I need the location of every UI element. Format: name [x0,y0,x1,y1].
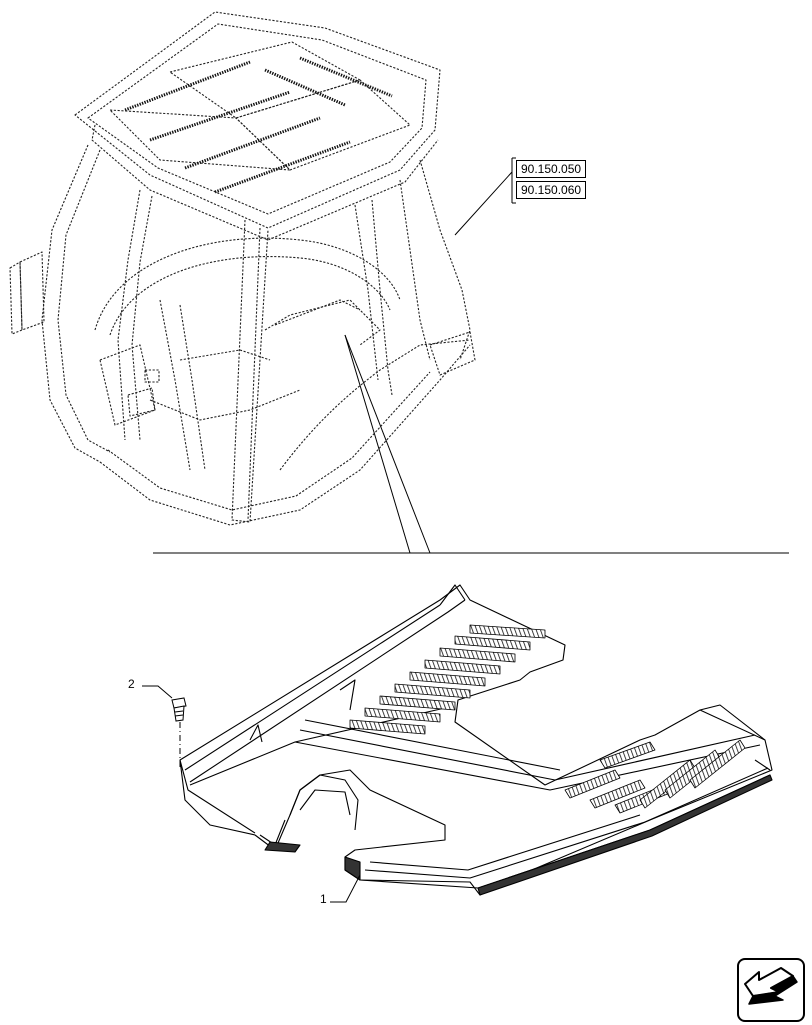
floor-mat-illustration [179,584,773,896]
reference-leader-lines [454,157,516,236]
bolt-illustration [171,697,187,722]
reference-code-box[interactable]: 90.150.060 [516,181,587,199]
callout-number: 2 [128,677,135,691]
callout-leaders [142,685,361,903]
callout-number: 1 [320,892,327,906]
reference-code-box[interactable]: 90.150.050 [516,160,587,178]
exploded-parts-diagram: 90.150.050 90.150.060 2 1 [9,11,805,1022]
next-page-button[interactable] [737,958,805,1022]
section-separator [153,334,789,554]
tractor-cab-illustration [9,11,476,526]
diagram-drawing [9,11,789,903]
next-page-arrow-icon [744,967,798,1005]
